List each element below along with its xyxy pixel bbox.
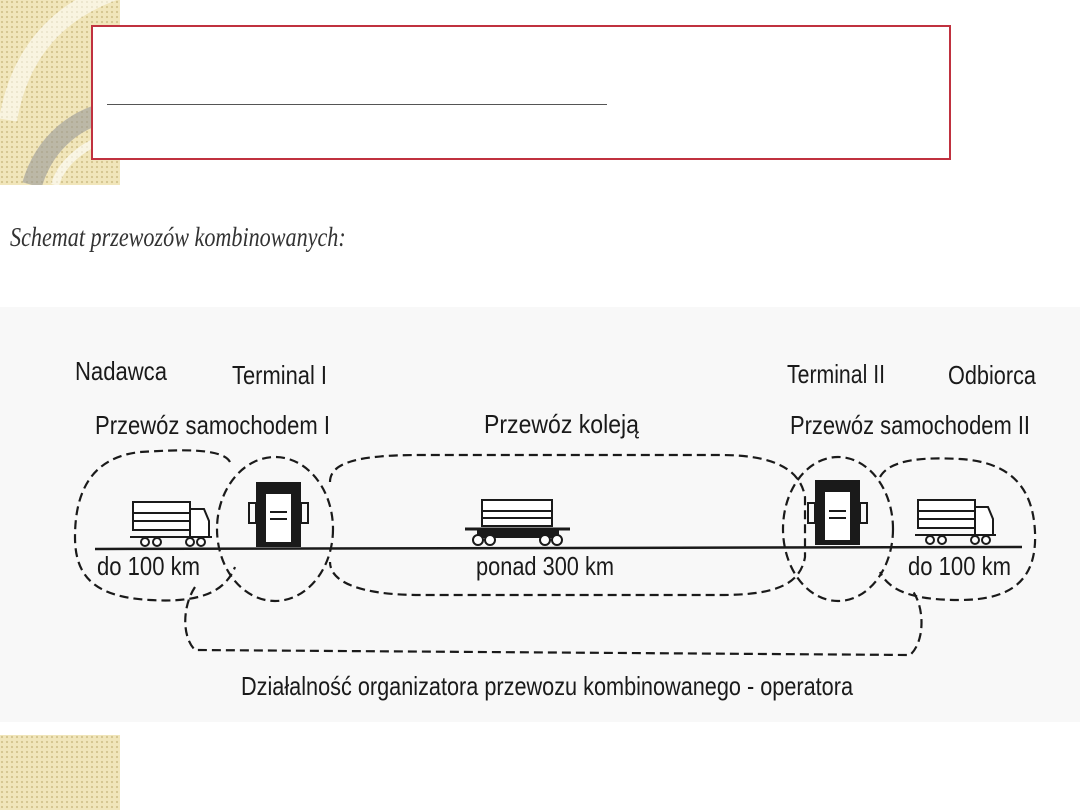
label-distance-left: do 100 km xyxy=(97,551,200,581)
label-road-transport-2: Przewóz samochodem II xyxy=(790,410,1030,440)
rail-zone xyxy=(328,453,807,597)
corner-decoration-bottom xyxy=(0,735,120,810)
label-road-transport-1: Przewóz samochodem I xyxy=(95,410,330,440)
title-frame xyxy=(91,25,951,160)
label-distance-middle: ponad 300 km xyxy=(476,551,614,581)
road-2-zone xyxy=(879,457,1037,602)
road-1-zone xyxy=(73,449,237,602)
route-baseline xyxy=(94,545,1023,551)
label-terminal-1: Terminal I xyxy=(232,360,327,390)
terminal-1-zone xyxy=(215,455,335,603)
truck-icon xyxy=(130,501,212,547)
terminal-gantry-icon xyxy=(807,480,868,545)
label-nadawca: Nadawca xyxy=(75,356,167,386)
truck-icon xyxy=(915,499,996,545)
label-distance-right: do 100 km xyxy=(908,551,1011,581)
terminal-2-zone xyxy=(781,455,895,603)
label-odbiorca: Odbiorca xyxy=(948,360,1036,390)
slide-subtitle: Schemat przewozów kombinowanych: xyxy=(10,222,346,252)
label-operator: Działalność organizatora przewozu kombin… xyxy=(241,671,853,701)
combined-transport-diagram: Nadawca Terminal I Terminal II Odbiorca … xyxy=(0,307,1080,722)
label-rail-transport: Przewóz koleją xyxy=(484,409,639,439)
title-underline xyxy=(107,104,607,105)
terminal-gantry-icon xyxy=(248,482,309,547)
operator-zone xyxy=(184,586,923,657)
label-terminal-2: Terminal II xyxy=(787,359,885,389)
rail-wagon-icon xyxy=(465,499,570,546)
